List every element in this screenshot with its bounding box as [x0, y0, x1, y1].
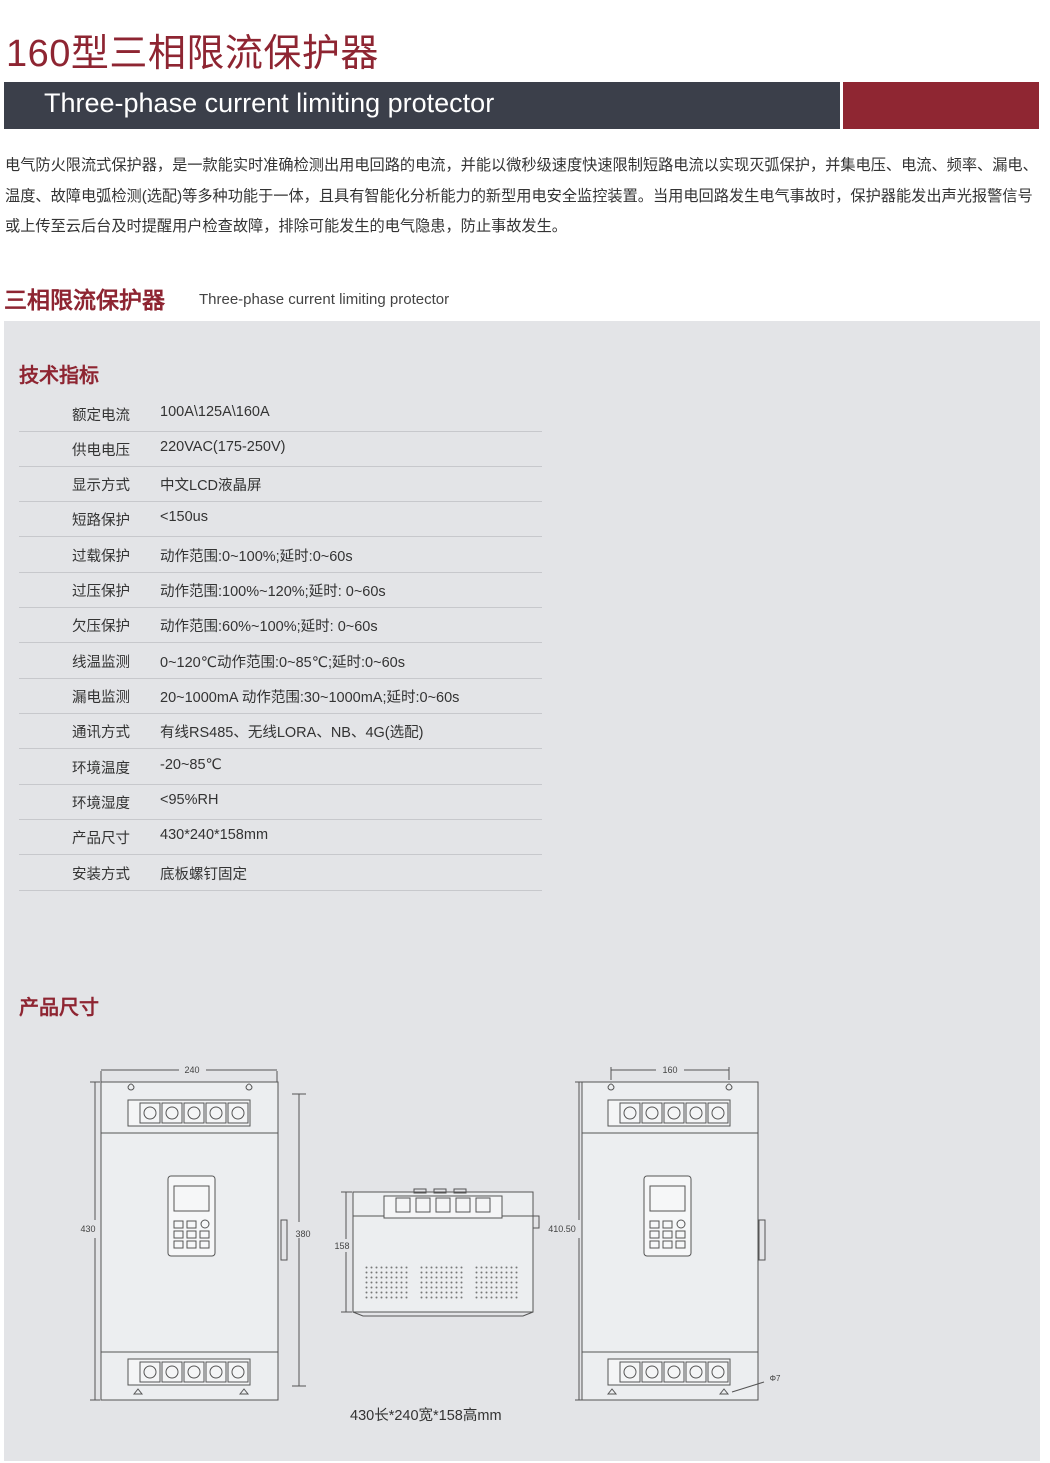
spec-row: 欠压保护 动作范围:60%~100%;延时: 0~60s [19, 607, 542, 643]
back-height-label: 410.50 [548, 1224, 576, 1234]
spec-value: <150us [160, 509, 208, 525]
spec-row: 环境湿度 <95%RH [19, 784, 542, 820]
front-width-label: 240 [184, 1065, 199, 1075]
spec-label: 过载保护 [72, 549, 130, 565]
dimensions-heading: 产品尺寸 [19, 997, 99, 1019]
spec-label: 产品尺寸 [72, 831, 130, 847]
spec-label: 通讯方式 [72, 725, 130, 741]
spec-label: 显示方式 [72, 478, 130, 494]
banner-accent [843, 82, 1039, 129]
spec-value: 动作范围:100%~120%;延时: 0~60s [160, 584, 386, 600]
spec-row: 产品尺寸 430*240*158mm [19, 819, 542, 855]
spec-label: 线温监测 [72, 655, 130, 671]
spec-label: 供电电压 [72, 443, 130, 459]
spec-label: 过压保护 [72, 584, 130, 600]
spec-value: -20~85℃ [160, 757, 222, 773]
intro-paragraph: 电气防火限流式保护器，是一款能实时准确检测出用电回路的电流，并能以微秒级速度快速… [5, 157, 1038, 235]
spec-label: 环境温度 [72, 761, 130, 777]
spec-row: 供电电压 220VAC(175-250V) [19, 431, 542, 467]
section-title-cn: 三相限流保护器 [4, 287, 165, 313]
back-view [575, 1067, 766, 1401]
spec-label: 额定电流 [72, 408, 130, 424]
spec-value: 430*240*158mm [160, 827, 269, 843]
spec-value: 20~1000mA 动作范围:30~1000mA;延时:0~60s [160, 690, 460, 706]
mounting-hole-label: Φ7 [770, 1374, 781, 1383]
spec-label: 环境湿度 [72, 796, 130, 812]
spec-value: 中文LCD液晶屏 [160, 478, 262, 494]
spec-row: 线温监测 0~120℃动作范围:0~85℃;延时:0~60s [19, 643, 542, 679]
title-banner [4, 82, 840, 129]
spec-value: 220VAC(175-250V) [160, 439, 286, 455]
spec-value: 0~120℃动作范围:0~85℃;延时:0~60s [160, 655, 405, 671]
spec-label: 短路保护 [72, 513, 130, 529]
spec-row: 环境温度 -20~85℃ [19, 749, 542, 785]
spec-row: 过压保护 动作范围:100%~120%;延时: 0~60s [19, 572, 542, 608]
spec-row: 通讯方式 有线RS485、无线LORA、NB、4G(选配) [19, 713, 542, 749]
spec-value: 底板螺钉固定 [160, 867, 247, 883]
spec-row: 显示方式 中文LCD液晶屏 [19, 466, 542, 502]
spec-value: 有线RS485、无线LORA、NB、4G(选配) [160, 725, 424, 741]
spec-label: 欠压保护 [72, 619, 130, 635]
front-view [90, 1069, 306, 1401]
back-width-label: 160 [662, 1065, 677, 1075]
spec-row: 额定电流 100A\125A\160A [19, 396, 542, 432]
specs-heading: 技术指标 [19, 365, 99, 387]
spec-row: 短路保护 <150us [19, 501, 542, 537]
banner-english-title: Three-phase current limiting protector [44, 88, 495, 118]
side-view [341, 1188, 540, 1317]
spec-value: 动作范围:60%~100%;延时: 0~60s [160, 619, 378, 635]
spec-value: 100A\125A\160A [160, 404, 270, 420]
page-title: 160型三相限流保护器 [6, 33, 379, 75]
side-height-label: 158 [334, 1241, 349, 1251]
spec-value: 动作范围:0~100%;延时:0~60s [160, 549, 353, 565]
dimensions-caption: 430长*240宽*158高mm [350, 1408, 502, 1424]
spec-value: <95%RH [160, 792, 219, 808]
spec-row: 漏电监测 20~1000mA 动作范围:30~1000mA;延时:0~60s [19, 678, 542, 714]
inner-height-label: 380 [295, 1229, 310, 1239]
front-height-label: 430 [80, 1224, 95, 1234]
section-title-en: Three-phase current limiting protector [199, 291, 450, 308]
dimension-drawing: 240 430 380 158 [80, 1065, 781, 1401]
spec-label: 安装方式 [72, 867, 130, 883]
spec-label: 漏电监测 [72, 690, 130, 706]
spec-row: 过载保护 动作范围:0~100%;延时:0~60s [19, 537, 542, 573]
spec-row: 安装方式 底板螺钉固定 [19, 855, 542, 891]
